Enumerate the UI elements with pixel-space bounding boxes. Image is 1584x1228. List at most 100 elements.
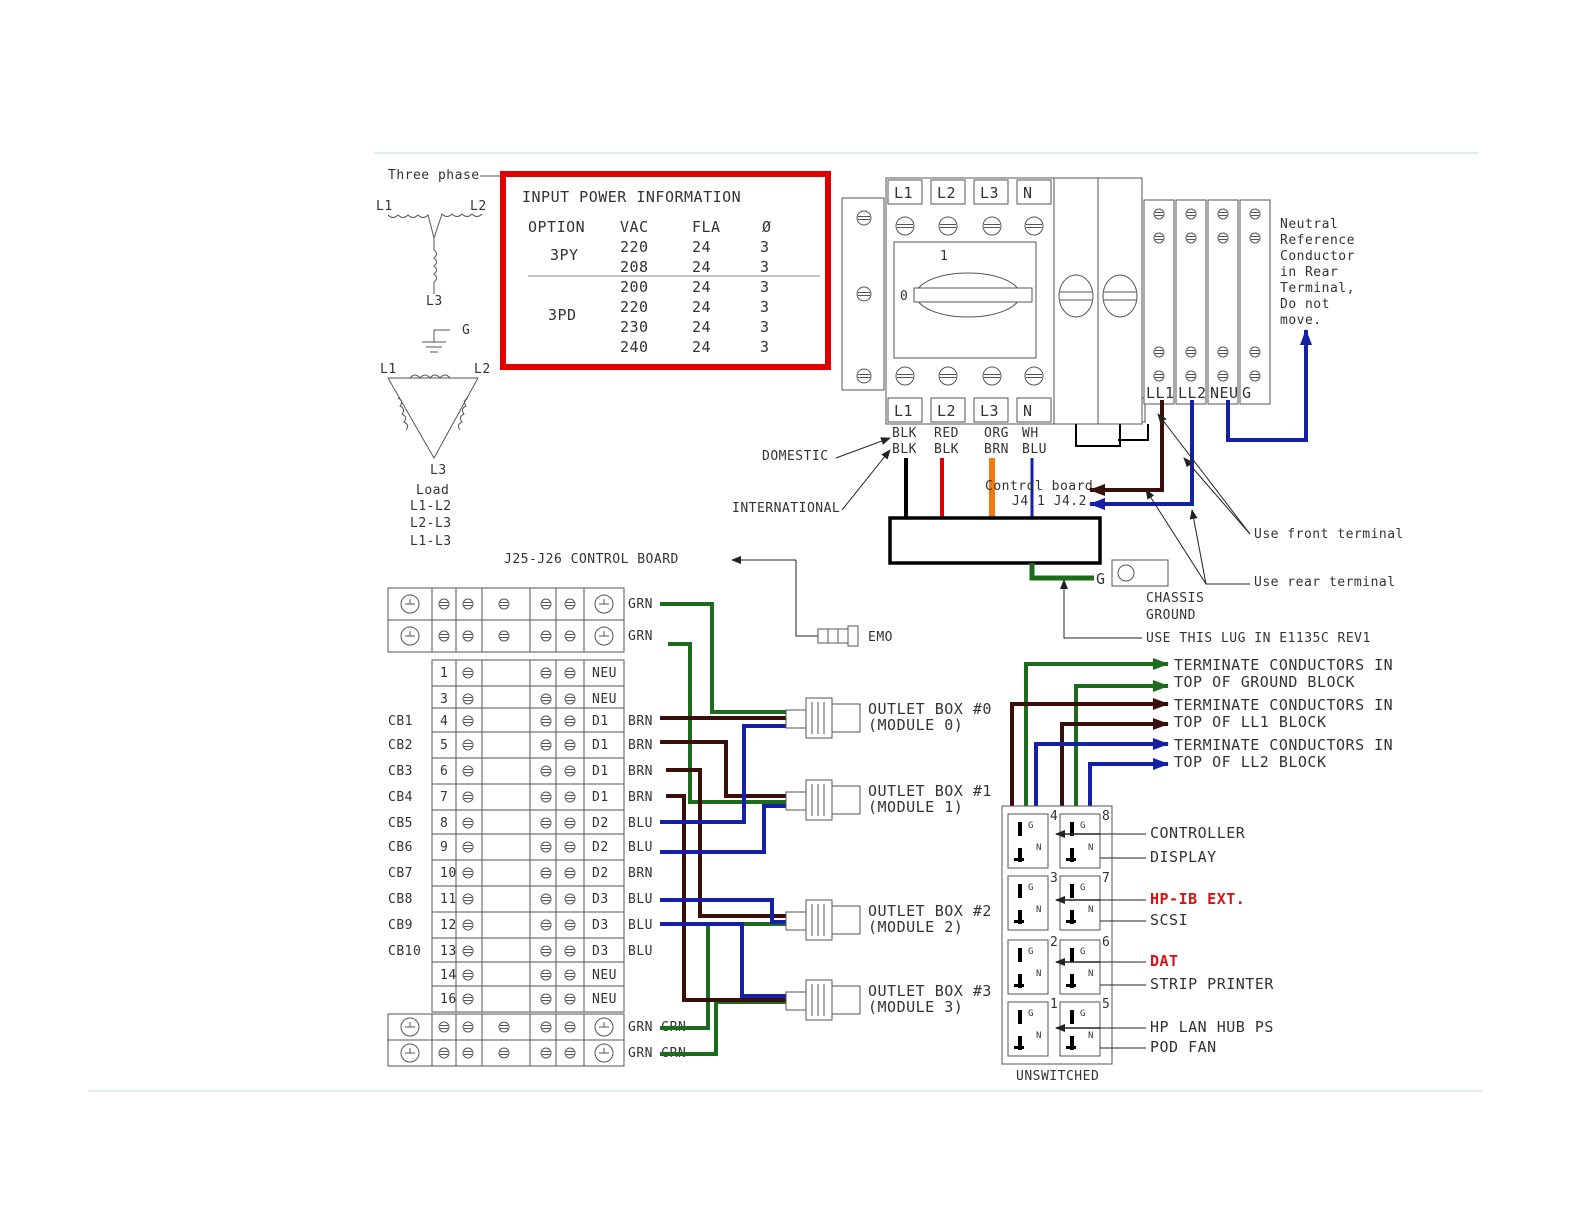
wye-l3: L3 <box>426 294 443 309</box>
ground-label: GROUND <box>1146 608 1196 623</box>
breaker-top-label: L3 <box>980 184 999 202</box>
terminate-note-line: TERMINATE CONDUCTORS IN <box>1174 736 1393 754</box>
load-title: Load <box>416 483 449 498</box>
terminal-tag: D1 <box>592 790 609 805</box>
control-box <box>888 516 1102 565</box>
circuit-breaker-label: CB10 <box>388 944 421 959</box>
breaker-bottom-label: L2 <box>937 402 956 420</box>
wire-top-label: BLK <box>892 426 917 441</box>
terminal-wiring <box>660 602 786 1056</box>
vac-value: 230 <box>620 318 649 336</box>
outlet-number: 1 <box>1050 997 1058 1012</box>
outlet-g: G <box>1080 947 1086 957</box>
neutral-note-line: move. <box>1280 313 1322 328</box>
ll-terminal-label: LL1 <box>1146 384 1175 402</box>
outlet-6: 6GN <box>1059 935 1110 995</box>
terminal-number: 4 <box>440 714 448 729</box>
terminal-tag: D2 <box>592 866 609 881</box>
ll-terminal-label: NEU <box>1210 384 1239 402</box>
outlet-box-module: (MODULE 3) <box>868 998 963 1016</box>
phase-value: 3 <box>760 238 770 256</box>
switch-on-label: 1 <box>940 249 948 264</box>
breaker-top-label: N <box>1023 184 1033 202</box>
wire-bottom-label: BLU <box>1022 442 1047 457</box>
outlet-4: 4GN <box>1007 809 1058 869</box>
terminate-wiring <box>1010 658 1169 840</box>
ll-terminal-label: LL2 <box>1178 384 1207 402</box>
outlet-5: 5GN <box>1059 997 1110 1057</box>
neutral-note-line: in Rear <box>1280 265 1338 280</box>
ll-terminal-label: G <box>1242 384 1252 402</box>
vac-value: 220 <box>620 298 649 316</box>
control-board-label: Control board <box>985 479 1093 494</box>
wire-color-label: BRN <box>628 714 653 729</box>
outlet-box-module: (MODULE 1) <box>868 798 963 816</box>
wire-bottom-label: BLK <box>934 442 959 457</box>
outlet-number: 5 <box>1102 997 1110 1012</box>
device-label: HP LAN HUB PS <box>1150 1018 1274 1036</box>
wire-color-label: BRN <box>628 738 653 753</box>
delta-symbol: L1 L2 L3 Load L1-L2 L2-L3 L1-L3 <box>380 362 491 549</box>
wire-color-label: GRN GRN <box>628 1046 686 1061</box>
device-label: POD FAN <box>1150 1038 1217 1056</box>
terminal-number: 5 <box>440 738 448 753</box>
terminal-tag: D3 <box>592 892 609 907</box>
load-line: L1-L3 <box>410 534 452 549</box>
international-label: INTERNATIONAL <box>732 501 840 516</box>
outlet-1: 1GN <box>1007 997 1058 1057</box>
vac-value: 200 <box>620 278 649 296</box>
terminal-tag: NEU <box>592 692 617 707</box>
option-3py: 3PY <box>550 246 579 264</box>
neutral-note-line: Neutral <box>1280 217 1338 232</box>
wire-bottom-label: BRN <box>984 442 1009 457</box>
outlet-number: 6 <box>1102 935 1110 950</box>
outlet-number: 7 <box>1102 871 1110 886</box>
emo-label: EMO <box>868 630 893 645</box>
outlet-number: 3 <box>1050 871 1058 886</box>
circuit-breaker-label: CB7 <box>388 866 413 881</box>
phase-value: 3 <box>760 258 770 276</box>
terminal-tag: D1 <box>592 764 609 779</box>
col-header-vac: VAC <box>620 218 649 236</box>
domestic-label: DOMESTIC <box>762 449 829 464</box>
outlet-7: 7G N <box>1059 871 1110 931</box>
terminal-tag: D2 <box>592 816 609 831</box>
outlet-box-3: OUTLET BOX #3(MODULE 3) <box>785 979 992 1021</box>
terminal-number: 10 <box>440 866 457 881</box>
outlet-box-0: OUTLET BOX #0(MODULE 0) <box>785 697 992 739</box>
phase-value: 3 <box>760 318 770 336</box>
outlet-n: N <box>1036 905 1042 915</box>
wire-top-label: WH <box>1022 426 1039 441</box>
circuit-breaker-label: CB8 <box>388 892 413 907</box>
wye-symbol: Three phase L1 L2 L3 G <box>376 168 510 353</box>
outlet-box-name: OUTLET BOX #2 <box>868 902 992 920</box>
terminal-tag: D1 <box>592 738 609 753</box>
breaker-bottom-label: L1 <box>894 402 913 420</box>
delta-l2: L2 <box>474 362 491 377</box>
outlet-n: N <box>1088 905 1094 915</box>
use-rear-label: Use rear terminal <box>1254 575 1396 590</box>
fla-value: 24 <box>692 318 711 336</box>
input-power-table: INPUT POWER INFORMATION OPTION VAC FLA Ø… <box>500 171 831 370</box>
outlet-box-name: OUTLET BOX #0 <box>868 700 992 718</box>
terminal-tag: NEU <box>592 666 617 681</box>
circuit-breaker-label: CB5 <box>388 816 413 831</box>
breaker-top-label: L2 <box>937 184 956 202</box>
outlet-n: N <box>1036 969 1042 979</box>
j25-label: J25-J26 CONTROL BOARD <box>504 552 679 567</box>
wye-l1: L1 <box>376 199 393 214</box>
outlet-n: N <box>1088 1031 1094 1041</box>
neutral-note-line: Do not <box>1280 297 1330 312</box>
chassis-label: CHASSIS <box>1146 591 1204 606</box>
outlet-box-name: OUTLET BOX #3 <box>868 982 992 1000</box>
device-label: HP-IB EXT. <box>1150 890 1245 908</box>
outlet-g: G <box>1080 883 1086 893</box>
device-label: DAT <box>1150 952 1179 970</box>
terminal-number: 7 <box>440 790 448 805</box>
delta-l3: L3 <box>430 463 447 478</box>
